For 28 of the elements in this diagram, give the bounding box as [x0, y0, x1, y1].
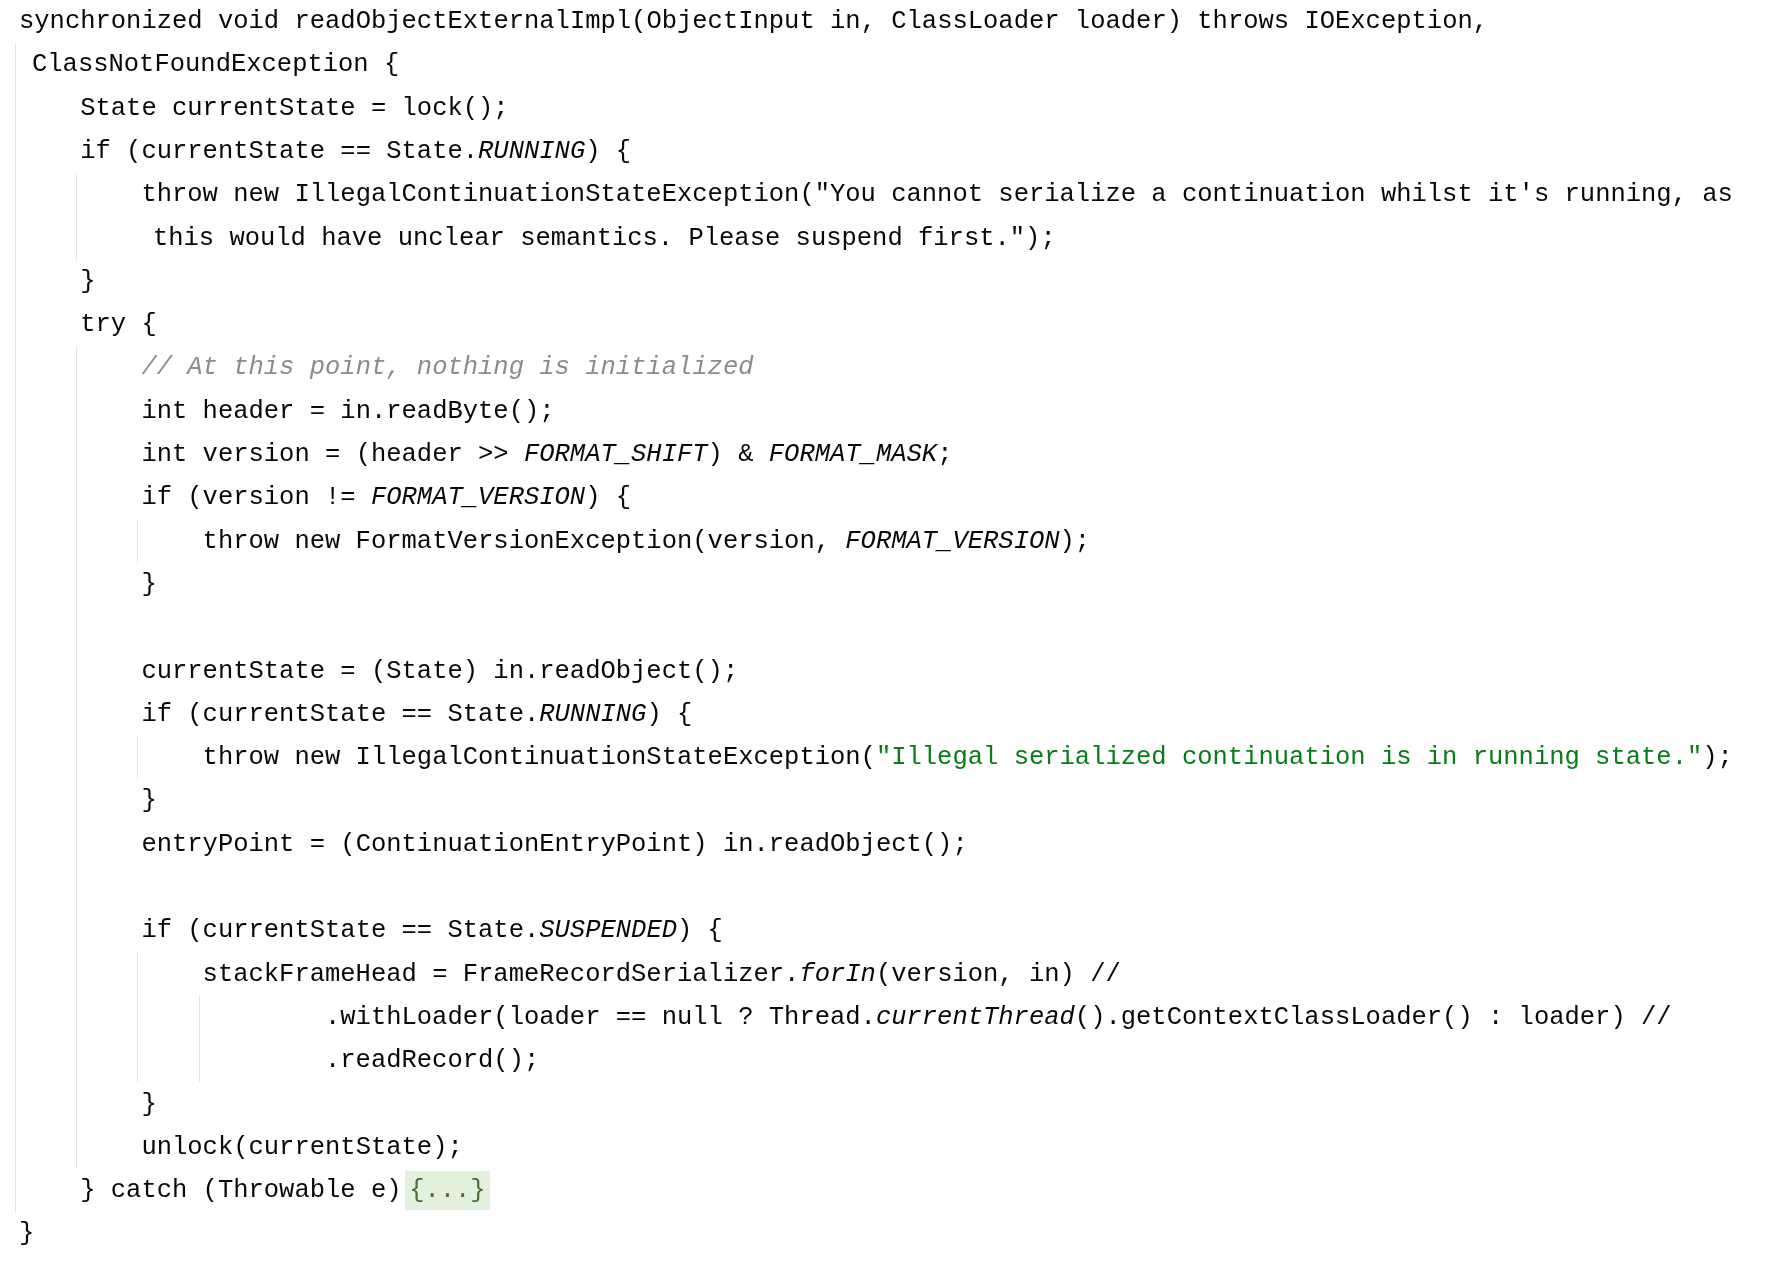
code-line: currentState = (State) in.readObject();	[141, 655, 739, 688]
code-comment: // At this point, nothing is initialized	[141, 352, 754, 385]
code-line: State currentState = lock();	[80, 92, 509, 125]
code-line: throw new IllegalContinuationStateException("Illegal serialized continuation is in running state.");	[202, 742, 1733, 775]
code-line: unlock(currentState);	[141, 1131, 463, 1164]
code-line: }	[141, 1088, 157, 1121]
code-line: }	[19, 1218, 35, 1251]
code-line: .readRecord();	[325, 1045, 540, 1078]
code-line: try {	[80, 309, 157, 342]
code-line: }	[141, 785, 157, 818]
code-line: if (currentState == State.RUNNING) {	[80, 135, 632, 168]
code-line: int header = in.readByte();	[141, 395, 555, 428]
code-line: synchronized void readObjectExternalImpl(ObjectInput in, ClassLoader loader) throws IOException,	[19, 6, 1489, 38]
folded-code: {...}	[405, 1171, 490, 1211]
code-line: } catch (Throwable e)	[80, 1175, 402, 1208]
code-line: if (currentState == State.SUSPENDED) {	[141, 915, 723, 948]
code-line: throw new IllegalContinuationStateException("You cannot serialize a continuation whilst it's running, as	[141, 179, 1733, 212]
code-line: entryPoint = (ContinuationEntryPoint) in.readObject();	[141, 828, 968, 861]
code-line: stackFrameHead = FrameRecordSerializer.forIn(version, in) //	[202, 958, 1121, 991]
code-line: ClassNotFoundException {	[32, 49, 400, 82]
code-line: int version = (header >> FORMAT_SHIFT) & FORMAT_MASK;	[141, 439, 953, 471]
code-line: }	[141, 568, 157, 601]
code-line: if (currentState == State.RUNNING) {	[141, 698, 693, 731]
code-line: if (version != FORMAT_VERSION) {	[141, 482, 632, 515]
code-line: .withLoader(loader == null ? Thread.currentThread().getContextClassLoader() : loader) //	[325, 1001, 1672, 1034]
code-line: this would have unclear semantics. Please suspend first.");	[152, 222, 1056, 255]
code-line: }	[80, 265, 96, 298]
code-line: throw new FormatVersionException(version, FORMAT_VERSION);	[202, 525, 1091, 558]
